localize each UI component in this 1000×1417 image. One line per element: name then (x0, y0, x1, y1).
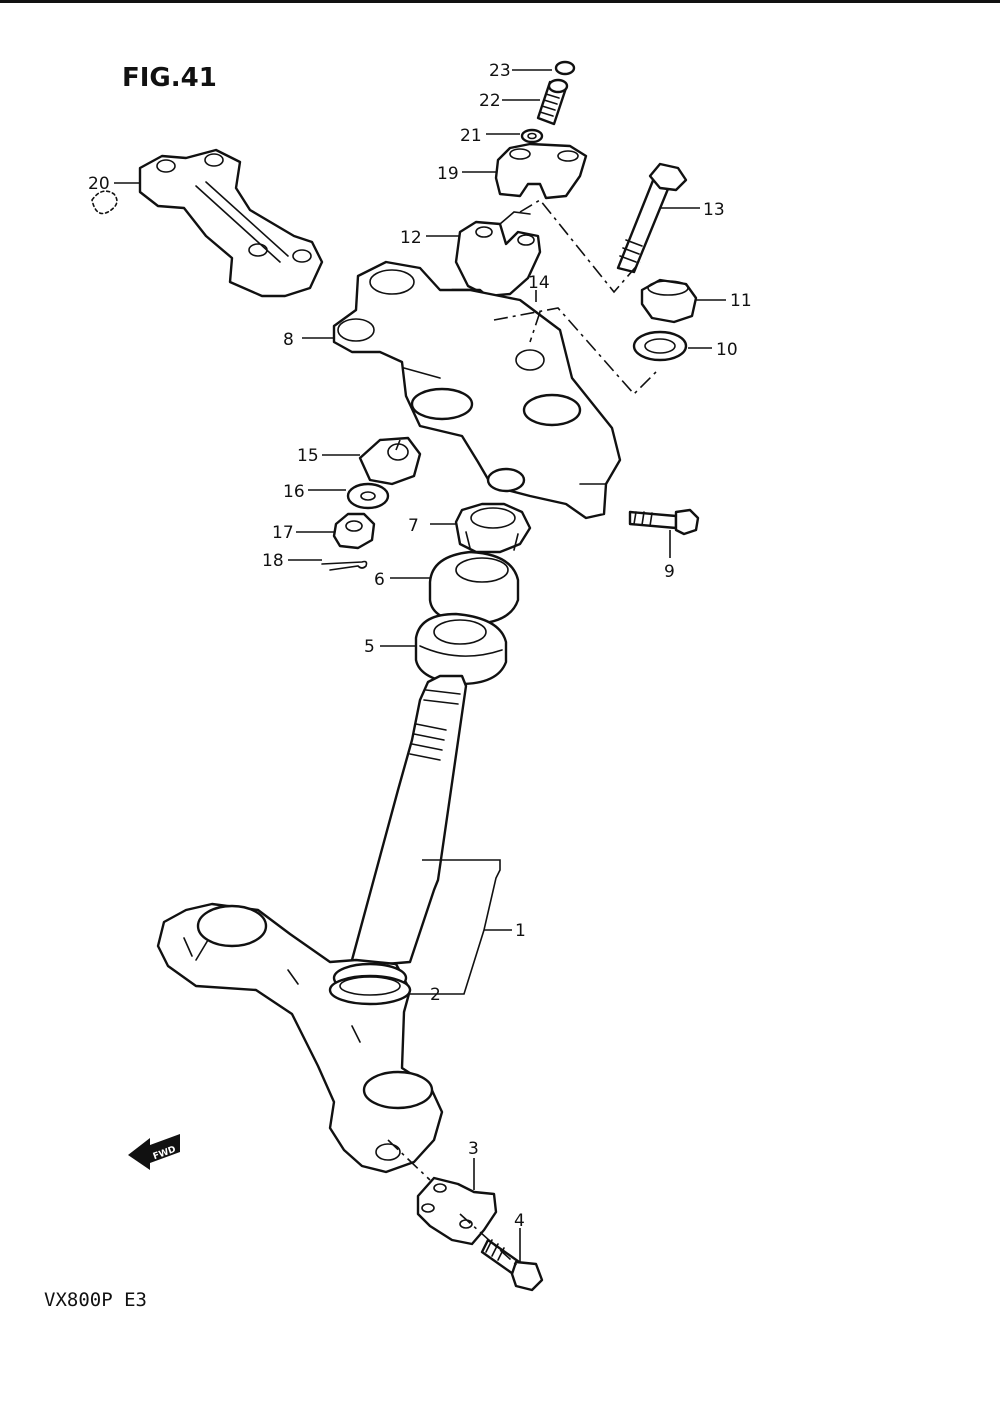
washer-10 (632, 330, 688, 362)
callout-19: 19 (437, 164, 459, 184)
callout-22: 22 (479, 91, 501, 111)
callout-21: 21 (460, 126, 482, 146)
callout-14: 14 (528, 273, 550, 293)
callout-10: 10 (716, 340, 738, 360)
fwd-arrow-icon: FWD (128, 1134, 180, 1170)
leader-lines (114, 69, 726, 1262)
callout-13: 13 (703, 200, 725, 220)
cap-23 (554, 60, 576, 76)
callout-18: 18 (262, 551, 284, 571)
figure-title: FIG.41 (122, 63, 217, 93)
bracket-plate-3 (416, 1176, 498, 1246)
steering-stem-1 (156, 674, 468, 1174)
handlebar-clamp-20 (91, 148, 324, 298)
callout-labels: 23 22 21 19 20 13 12 14 11 8 10 15 16 17… (88, 61, 752, 1231)
callout-6: 6 (374, 570, 385, 590)
washer-21 (520, 128, 544, 144)
callout-8: 8 (283, 330, 294, 350)
washer-16 (346, 482, 390, 510)
bolt-22 (536, 78, 569, 126)
model-code: VX800P E3 (44, 1289, 147, 1311)
callout-9: 9 (664, 562, 675, 582)
callout-11: 11 (730, 291, 752, 311)
callout-7: 7 (408, 516, 419, 536)
callout-3: 3 (468, 1139, 479, 1159)
bolt-13 (616, 162, 688, 274)
callout-5: 5 (364, 637, 375, 657)
nut-17 (332, 512, 376, 550)
assembly-lines (387, 198, 657, 1269)
lock-nut-7 (454, 502, 532, 554)
callout-23: 23 (489, 61, 511, 81)
upper-bracket-8 (332, 260, 622, 520)
bolt-4 (480, 1238, 544, 1292)
stem-head-12 (454, 211, 542, 298)
callout-4: 4 (514, 1211, 525, 1231)
callout-17: 17 (272, 523, 294, 543)
bearing-race-6 (428, 550, 520, 626)
callout-20: 20 (88, 174, 110, 194)
callout-16: 16 (283, 482, 305, 502)
callout-15: 15 (297, 446, 319, 466)
seal-2 (328, 974, 412, 1006)
bearing-5 (414, 612, 508, 686)
callout-12: 12 (400, 228, 422, 248)
cotter-pin-18 (321, 560, 368, 571)
callout-2: 2 (430, 985, 441, 1005)
bolt-9 (628, 508, 700, 536)
handlebar-holder-19 (494, 142, 588, 200)
cap-nut-11 (640, 278, 698, 324)
callout-1: 1 (515, 921, 526, 941)
bushing-15 (358, 436, 422, 486)
